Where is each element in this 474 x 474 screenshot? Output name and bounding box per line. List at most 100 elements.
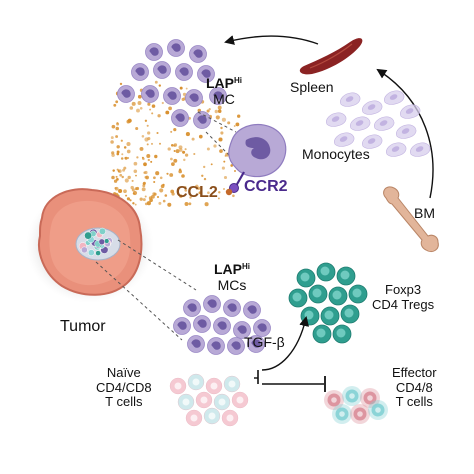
mc-cell [167, 39, 185, 57]
tregs-line-1: Foxp3 [385, 282, 422, 297]
chemokine-dot [175, 149, 180, 154]
chemokine-dot [159, 176, 163, 180]
chemokine-dot [217, 109, 222, 113]
tumor-immune-cell [98, 238, 105, 245]
zoom-line-bottom-2 [95, 261, 183, 341]
naive-t-cell [221, 409, 239, 427]
chemokine-dot [171, 162, 175, 166]
lap-mcs-label: LAPHi MCs [214, 261, 250, 293]
mc-cell [203, 295, 221, 313]
mc-cell [145, 43, 163, 61]
mc-cell [141, 85, 159, 103]
chemokine-dot [198, 134, 203, 139]
chemokine-dot [117, 169, 122, 173]
mc-cell [185, 89, 203, 107]
chemokine-dot [119, 173, 123, 177]
treg-cell [336, 266, 356, 286]
mc-cell [175, 63, 193, 81]
tumor-label: Tumor [60, 318, 106, 335]
chemokine-dot [115, 175, 118, 178]
chemokine-dot [160, 184, 165, 189]
chemokine-dot [136, 156, 139, 159]
tumor-immune-cell [81, 246, 88, 254]
effector-line-2: CD4/8 [395, 379, 433, 395]
chemokine-dot [139, 106, 143, 110]
chemokine-dot [110, 136, 114, 140]
monocyte-cell [362, 100, 383, 115]
chemokine-dot [141, 135, 145, 138]
chemokine-dot [233, 169, 237, 173]
chemokine-dot [173, 128, 177, 132]
chemokine-dot [115, 135, 119, 138]
spleen-icon [299, 38, 363, 75]
chemokine-dot [125, 194, 128, 197]
treg-cell [320, 306, 340, 326]
chemokine-dot [146, 124, 149, 127]
chemokine-dot [146, 143, 149, 146]
chemokine-dot [158, 201, 162, 205]
lap-mc-sub: MC [213, 90, 235, 107]
chemokine-dot [210, 163, 213, 166]
chemokine-dot [204, 202, 209, 207]
chemokine-dot [153, 180, 156, 184]
chemokine-dot [142, 181, 146, 185]
chemokine-dot [142, 198, 146, 202]
chemokine-dot [214, 109, 218, 114]
bm-to-spleen-arrow [376, 68, 434, 199]
chemokine-dot [137, 94, 142, 99]
chemokine-dot [149, 108, 152, 111]
chemokine-dot [215, 115, 220, 120]
chemokine-dot [135, 126, 139, 131]
chemokine-dot [154, 154, 158, 159]
chemokine-dot [156, 195, 160, 199]
tumor-immune-cell [84, 231, 93, 240]
treg-cell [316, 262, 336, 282]
chemokine-dot [153, 176, 156, 180]
chemokine-dot [173, 144, 176, 147]
naive-t-cell [195, 391, 213, 409]
chemokine-dot [144, 119, 148, 122]
monocyte-cell [384, 90, 405, 105]
monocyte-cell [400, 104, 421, 119]
chemokine-dot [151, 112, 154, 115]
chemokine-dot [116, 152, 120, 156]
treg-cell [328, 286, 348, 306]
chemokine-dot [116, 145, 120, 149]
tgf-promote-arrow [261, 316, 310, 371]
chemokine-dot [139, 146, 144, 151]
chemokine-dot [145, 175, 149, 180]
effector-t-cells [324, 386, 388, 424]
chemokine-dot [178, 169, 183, 174]
chemokine-dot [213, 144, 217, 148]
chemokine-dot [184, 202, 189, 206]
chemokine-dot [193, 152, 196, 156]
myeloid-cell-icon [225, 123, 287, 196]
effector-label: Effector CD4/8 T cells [392, 365, 437, 410]
mc-cell [171, 109, 189, 127]
chemokine-dot [218, 137, 223, 142]
treg-cell [348, 284, 368, 304]
chemokine-dot [184, 189, 188, 192]
naive-t-cell [213, 393, 231, 411]
mc-cell [243, 301, 261, 319]
chemokine-dot [150, 160, 153, 163]
treg-cell [340, 304, 360, 324]
zoom-line-top-1 [197, 111, 237, 133]
chemokine-dot [237, 114, 241, 118]
chemokine-dot [156, 131, 159, 135]
chemokine-dot [219, 149, 223, 153]
chemokine-dot [195, 184, 199, 188]
chemokine-dot [146, 154, 151, 158]
chemokine-dot [123, 146, 127, 149]
tumor-immune-cell [87, 249, 95, 256]
chemokine-dot [206, 109, 210, 113]
monocyte-cell [374, 116, 395, 131]
chemokine-dot [123, 189, 127, 194]
chemokine-dot [165, 110, 170, 115]
chemokine-dot [197, 186, 201, 190]
chemokine-dot [220, 126, 223, 130]
chemokine-dot [112, 169, 115, 172]
chemokine-dot [132, 192, 135, 195]
chemokine-dot [110, 140, 114, 144]
